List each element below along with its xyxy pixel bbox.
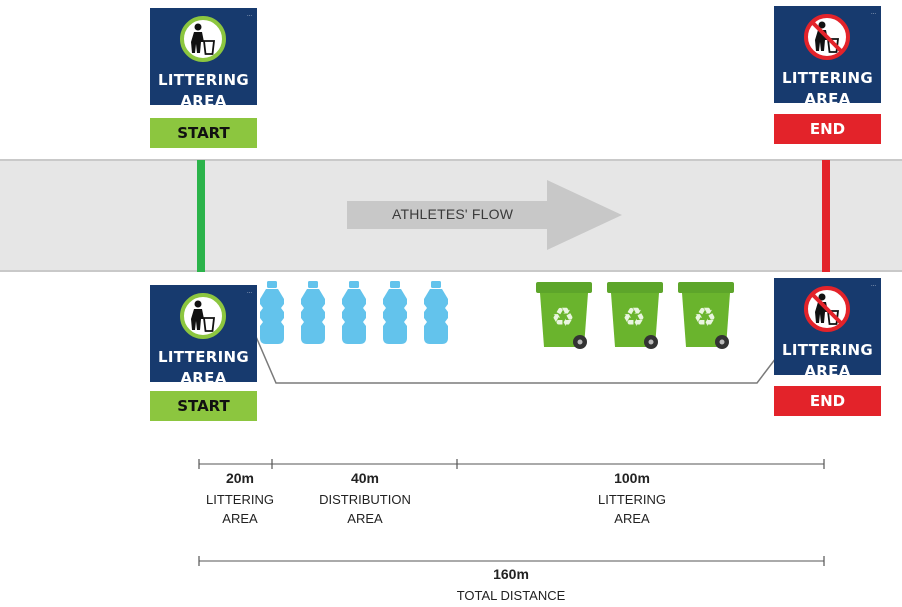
sign-footer-end: END [774, 386, 881, 416]
recycling-bins-group: ♻ ♻ ♻ [536, 282, 734, 349]
segment-littering-start: 20m LITTERING AREA [190, 470, 290, 527]
end-sign-bottom: ··· LITTERING AREA END [774, 278, 881, 416]
end-line [822, 160, 830, 272]
athletes-flow-label: ATHLETES' FLOW [392, 206, 514, 222]
person-binning-icon [180, 293, 226, 339]
sign-line1: LITTERING [158, 71, 249, 89]
water-bottles-group [260, 281, 448, 344]
segment-label-line2: AREA [347, 511, 383, 526]
sign-footer-start: START [150, 118, 257, 148]
segment-distance: 40m [350, 470, 380, 486]
segment-label-line1: DISTRIBUTION [319, 492, 411, 507]
water-bottle-icon [260, 281, 284, 344]
sign-panel: ··· LITTERING AREA [774, 278, 881, 380]
sign-line2: AREA [804, 362, 851, 380]
svg-text:♻: ♻ [551, 303, 574, 333]
total-distance-label: TOTAL DISTANCE [456, 588, 566, 603]
total-distance: 160m [493, 566, 529, 582]
water-bottle-icon [301, 281, 325, 344]
sign-line1: LITTERING [782, 341, 873, 359]
segment-distribution: 40m DISTRIBUTION AREA [300, 470, 430, 527]
sign-brand: ··· [871, 283, 876, 289]
end-sign-top: ··· LITTERING AREA END [774, 6, 881, 144]
sign-panel: ··· LITTERING AREA [150, 285, 257, 387]
no-littering-icon [804, 286, 850, 332]
start-sign-bottom: ··· LITTERING AREA START [150, 285, 257, 421]
sign-line1: LITTERING [782, 69, 873, 87]
sign-line2: AREA [180, 92, 227, 110]
person-binning-icon [180, 16, 226, 62]
segment-label-line2: AREA [614, 511, 650, 526]
sign-footer-end: END [774, 114, 881, 144]
segment-distance: 20m [225, 470, 255, 486]
recycling-bin-icon: ♻ [678, 282, 734, 349]
total-distance-block: 160m TOTAL DISTANCE [411, 566, 611, 604]
sign-brand: ··· [871, 11, 876, 17]
segment-label-line1: LITTERING [206, 492, 274, 507]
athletes-flow-arrow-icon [347, 180, 622, 250]
segment-label-line1: LITTERING [598, 492, 666, 507]
sign-panel: ··· LITTERING AREA [774, 6, 881, 108]
water-bottle-icon [383, 281, 407, 344]
sign-panel: ··· LITTERING AREA [150, 8, 257, 110]
start-sign-top: ··· LITTERING AREA START [150, 8, 257, 148]
start-line [197, 160, 205, 272]
sign-line1: LITTERING [158, 348, 249, 366]
svg-text:♻: ♻ [622, 303, 645, 333]
sign-line2: AREA [804, 90, 851, 108]
svg-text:♻: ♻ [693, 303, 716, 333]
sign-line2: AREA [180, 369, 227, 387]
water-bottle-icon [342, 281, 366, 344]
recycling-bin-icon: ♻ [607, 282, 663, 349]
segment-distance: 100m [614, 470, 650, 486]
sign-brand: ··· [247, 13, 252, 19]
segment-littering-end: 100m LITTERING AREA [572, 470, 692, 527]
segment-label-line2: AREA [222, 511, 258, 526]
sign-footer-start: START [150, 391, 257, 421]
recycling-bin-icon: ♻ [536, 282, 592, 349]
no-littering-icon [804, 14, 850, 60]
sign-brand: ··· [247, 290, 252, 296]
water-bottle-icon [424, 281, 448, 344]
